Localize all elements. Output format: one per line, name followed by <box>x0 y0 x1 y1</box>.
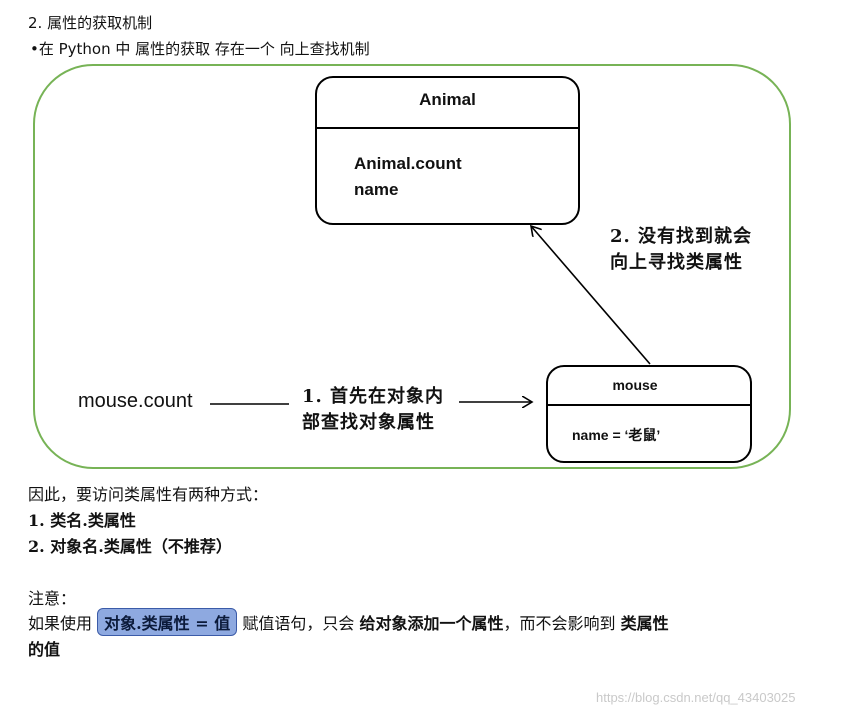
animal-attr-count: Animal.count <box>354 154 462 173</box>
diagram-frame <box>33 64 791 469</box>
animal-class-box: Animal Animal.count name <box>315 76 580 225</box>
note-bold-2: 类属性 <box>620 614 669 633</box>
note-bold-1: 给对象添加一个属性 <box>359 614 504 633</box>
note-label: 注意： <box>28 589 77 608</box>
mouse-attr-name: name = ‘老鼠’ <box>572 427 661 443</box>
note-sentence: 如果使用 对象.类属性 = 值 赋值语句，只会 给对象添加一个属性，而不会影响到… <box>28 608 669 636</box>
step-one-line1: 1. 首先在对象内 <box>302 386 445 407</box>
step-one-label: 1. 首先在对象内 部查找对象属性 <box>302 384 444 436</box>
note-prefix: 如果使用 <box>28 614 93 633</box>
step-two-line1: 2. 没有找到就会 <box>610 226 753 247</box>
conclusion-way-1: 1. 类名.类属性 <box>28 511 136 530</box>
mouse-object-box: mouse name = ‘老鼠’ <box>546 365 752 463</box>
watermark: https://blog.csdn.net/qq_43403025 <box>596 690 796 705</box>
mouse-box-title: mouse <box>612 377 658 393</box>
animal-attr-name: name <box>354 180 399 199</box>
animal-box-title: Animal <box>419 90 476 109</box>
expression-label: mouse.count <box>78 390 193 412</box>
animal-box-divider <box>317 127 578 129</box>
note-middle: 赋值语句，只会 <box>242 614 355 633</box>
step-two-line2: 向上寻找类属性 <box>610 252 743 273</box>
mouse-box-divider <box>548 404 750 406</box>
note-highlight-expression: 对象.类属性 = 值 <box>97 608 238 636</box>
lookup-class-arrow <box>531 226 651 365</box>
step-two-label: 2. 没有找到就会 向上寻找类属性 <box>610 224 752 276</box>
step-one-line2: 部查找对象属性 <box>302 412 435 433</box>
conclusion-intro: 因此，要访问类属性有两种方式： <box>28 485 269 504</box>
note-line-2: 的值 <box>28 640 61 659</box>
conclusion-way-2: 2. 对象名.类属性（不推荐） <box>28 537 232 556</box>
note-comma: ，而不会影响到 <box>503 614 616 633</box>
section-heading: 2. 属性的获取机制 <box>28 14 153 32</box>
bullet-line: •在 Python 中 属性的获取 存在一个 向上查找机制 <box>30 40 370 58</box>
